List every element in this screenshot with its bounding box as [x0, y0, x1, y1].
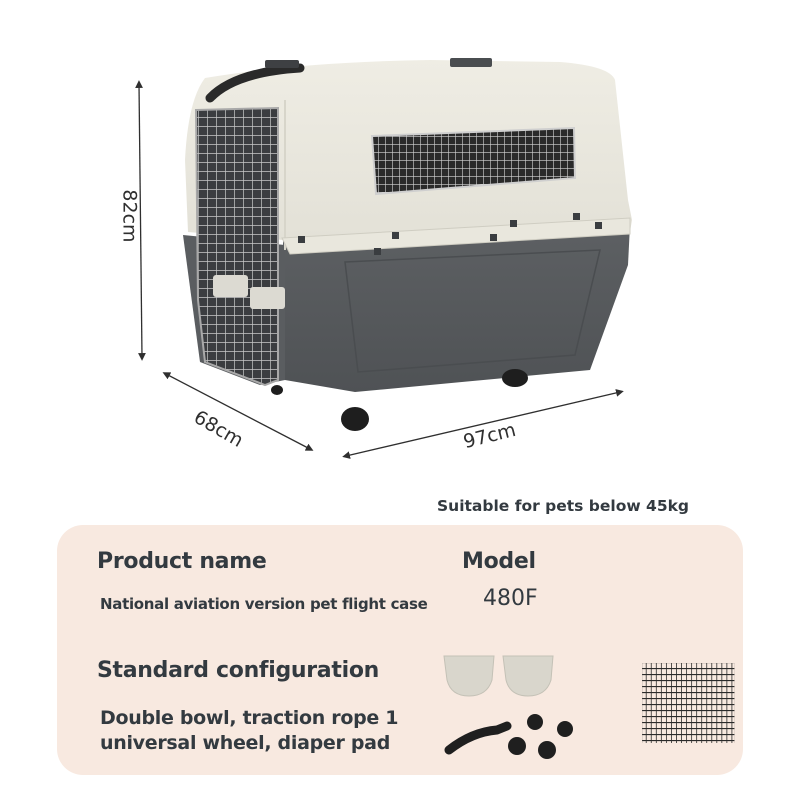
- model-value: 480F: [483, 586, 538, 611]
- product-stage: 82cm 68cm 97cm: [118, 58, 632, 459]
- wheel-icon: [508, 714, 573, 759]
- bowl-icon: [443, 655, 554, 697]
- config-line-1: Double bowl, traction rope 1: [100, 707, 399, 729]
- height-dimension-label: 82cm: [118, 189, 141, 243]
- accessories-image: [443, 655, 735, 759]
- product-name-label: Product name: [97, 549, 267, 574]
- width-dimension-line: [342, 389, 624, 459]
- product-name-value: National aviation version pet flight cas…: [100, 595, 428, 613]
- depth-dimension-line: [162, 372, 314, 451]
- pet-flight-crate-icon: [135, 58, 632, 459]
- config-value: Double bowl, traction rope 1 universal w…: [100, 706, 399, 756]
- diaper-pad-grid-icon: [642, 663, 735, 743]
- height-dimension-line: [135, 80, 146, 361]
- config-label: Standard configuration: [97, 658, 379, 683]
- suitability-note: Suitable for pets below 45kg: [437, 497, 690, 515]
- product-info-panel: Product name Model National aviation ver…: [57, 525, 743, 775]
- traction-rope-icon: [444, 721, 512, 755]
- config-line-2: universal wheel, diaper pad: [100, 732, 390, 754]
- model-label: Model: [462, 549, 536, 574]
